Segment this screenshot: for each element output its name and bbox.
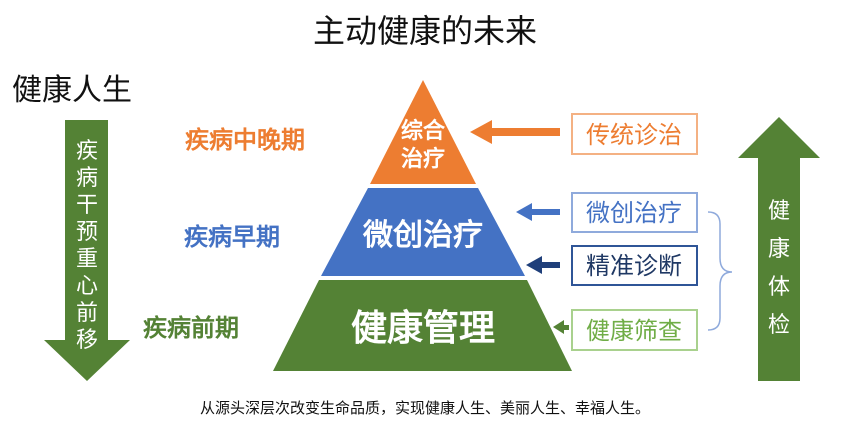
box-screening-label: 健康筛查 [586, 317, 682, 345]
stage-early-label: 疾病早期 [184, 223, 280, 251]
down-arrow [44, 120, 130, 381]
arrow-traditional-head [470, 120, 492, 144]
pyramid-top-line1: 综合 [401, 118, 446, 144]
title: 主动健康的未来 [313, 12, 537, 50]
arrow-minimally-invasive-head [516, 203, 532, 221]
box-minimally-invasive [571, 192, 698, 233]
stage-late-label: 疾病中晚期 [185, 126, 305, 154]
uptext-char: 检 [768, 313, 790, 338]
uptext-char: 体 [768, 275, 790, 300]
box-traditional [571, 113, 698, 155]
pyramid-middle-label: 微创治疗 [362, 218, 483, 253]
pyramid-top-tier [370, 80, 476, 184]
pyramid-bottom-label: 健康管理 [351, 307, 495, 349]
arrow-traditional [490, 128, 560, 136]
arrow-screening-head [553, 320, 564, 334]
pyramid-middle-tier [321, 188, 525, 276]
pyramid-top-line2: 治疗 [401, 146, 445, 172]
arrow-precision [540, 262, 560, 268]
downtext-char: 疾 [76, 139, 98, 164]
downtext-char: 病 [76, 166, 98, 191]
downtext-char: 前 [76, 301, 98, 326]
footer-text: 从源头深层次改变生命品质，实现健康人生、美丽人生、幸福人生。 [200, 399, 650, 417]
uptext-char: 健 [768, 199, 790, 224]
stage-pre-label: 疾病前期 [143, 314, 239, 342]
box-minimally-invasive-label: 微创治疗 [586, 199, 682, 227]
pyramid-bottom-tier [273, 280, 572, 371]
brace [707, 211, 733, 331]
downtext-char: 心 [76, 274, 98, 299]
arrow-minimally-invasive [530, 209, 560, 215]
downtext-char: 移 [76, 328, 98, 353]
box-precision-label: 精准诊断 [586, 252, 682, 280]
box-precision [571, 245, 698, 286]
downtext-char: 干 [76, 193, 98, 218]
box-traditional-label: 传统诊治 [586, 121, 682, 149]
arrow-screening [562, 325, 569, 330]
downtext-char: 预 [76, 220, 98, 245]
up-arrow [738, 117, 820, 381]
left-heading: 健康人生 [12, 73, 132, 108]
downtext-char: 重 [76, 247, 98, 272]
uptext-char: 康 [768, 237, 790, 262]
box-screening [571, 309, 698, 351]
arrow-precision-head [526, 256, 542, 274]
